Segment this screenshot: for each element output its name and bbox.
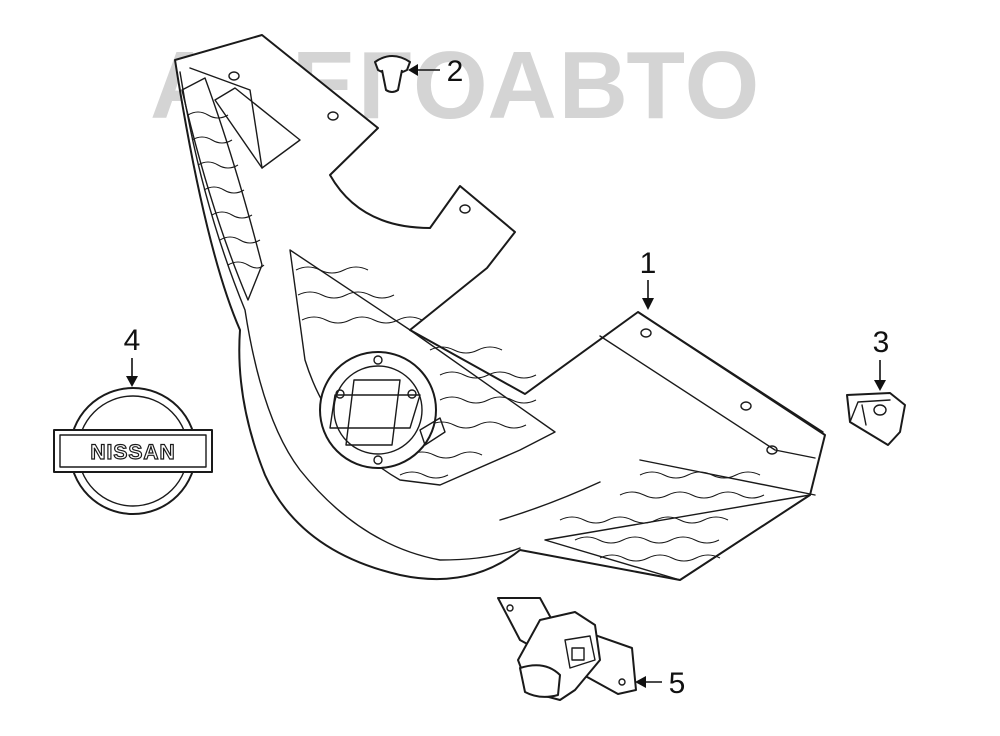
emblem-badge-text: NISSAN	[90, 441, 175, 464]
callout-label-bracket: 3	[873, 326, 890, 359]
callout-label-grille: 1	[640, 247, 657, 280]
bracket-part	[846, 392, 906, 446]
emblem-part: NISSAN	[53, 387, 213, 515]
clip-part	[374, 55, 411, 93]
callout-arrows	[126, 64, 886, 688]
callout-label-emblem: 4	[124, 324, 141, 357]
camera-part	[497, 597, 637, 701]
callout-label-camera: 5	[669, 667, 686, 700]
grille-part	[174, 34, 826, 581]
callout-label-clip: 2	[447, 55, 464, 88]
